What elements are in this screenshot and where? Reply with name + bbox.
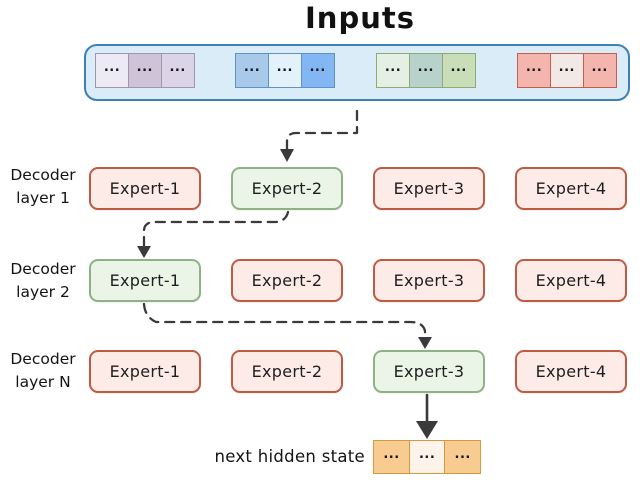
expert-box-layer2-expert3: Expert-3	[373, 259, 485, 302]
expert-box-layerN-expert3-selected: Expert-3	[373, 350, 485, 393]
label-line: layer N	[15, 373, 71, 391]
ellipsis-dots: ...	[383, 446, 400, 462]
token-cell: ...	[376, 53, 410, 88]
token-cell: ...	[160, 53, 195, 88]
token-cell: ...	[408, 53, 443, 88]
red-token-group: ... ... ...	[517, 53, 617, 88]
dashed-arrow-layer1-to-layer2	[142, 210, 290, 248]
token-cell: ...	[441, 53, 476, 88]
expert-box-layer2-expert1-selected: Expert-1	[89, 259, 201, 302]
decoder-layer-N-label: Decoder layer N	[0, 348, 86, 394]
diagram-title: Inputs	[305, 1, 415, 35]
label-line: Decoder	[10, 166, 76, 184]
purple-token-group: ... ... ...	[95, 53, 195, 88]
label-line: layer 1	[16, 189, 70, 207]
decoder-layer-N-row: Expert-1 Expert-2 Expert-3 Expert-4	[89, 350, 627, 393]
blue-token-group: ... ... ...	[235, 53, 335, 88]
ellipsis-dots: ...	[454, 446, 471, 462]
ellipsis-dots: ...	[450, 60, 467, 75]
label-line: Decoder	[10, 350, 76, 368]
dashed-arrow-layer2-to-layerN	[142, 302, 427, 339]
green-token-group: ... ... ...	[376, 53, 476, 88]
token-cell: ...	[300, 53, 335, 88]
ellipsis-dots: ...	[169, 60, 186, 75]
ellipsis-dots: ...	[243, 60, 261, 75]
expert-box-layer1-expert2-selected: Expert-2	[231, 167, 343, 210]
ellipsis-dots: ...	[103, 60, 121, 75]
arrowhead-icon	[137, 246, 151, 258]
ellipsis-dots: ...	[418, 446, 436, 462]
token-cell: ...	[373, 440, 410, 474]
expert-box-layer2-expert2: Expert-2	[231, 259, 343, 302]
expert-box-layer2-expert4: Expert-4	[515, 259, 627, 302]
next-hidden-state-token-group: ... ... ...	[373, 440, 482, 474]
next-hidden-state-label: next hidden state	[214, 447, 365, 466]
decoder-layer-2-row: Expert-1 Expert-2 Expert-3 Expert-4	[89, 259, 627, 302]
ellipsis-dots: ...	[417, 60, 434, 75]
ellipsis-dots: ...	[136, 60, 153, 75]
token-cell: ...	[127, 53, 162, 88]
token-cell: ...	[235, 53, 269, 88]
arrowhead-icon	[418, 337, 432, 349]
dashed-arrow-inputs-to-expert2	[285, 109, 359, 152]
arrowhead-icon	[280, 149, 294, 162]
label-line: layer 2	[16, 283, 70, 301]
expert-box-layer1-expert4: Expert-4	[515, 167, 627, 210]
decoder-layer-1-row: Expert-1 Expert-2 Expert-3 Expert-4	[89, 167, 627, 210]
expert-box-layerN-expert1: Expert-1	[89, 350, 201, 393]
ellipsis-dots: ...	[276, 60, 293, 75]
expert-box-layerN-expert2: Expert-2	[231, 350, 343, 393]
ellipsis-dots: ...	[591, 60, 608, 75]
token-cell: ...	[549, 53, 584, 88]
expert-box-layer1-expert1: Expert-1	[89, 167, 201, 210]
token-cell: ...	[408, 440, 446, 474]
ellipsis-dots: ...	[525, 60, 543, 75]
token-cell: ...	[444, 440, 482, 474]
label-line: Decoder	[10, 260, 76, 278]
decoder-layer-1-label: Decoder layer 1	[0, 164, 86, 210]
token-cell: ...	[517, 53, 551, 88]
arrowhead-icon	[416, 421, 438, 439]
expert-box-layerN-expert4: Expert-4	[515, 350, 627, 393]
ellipsis-dots: ...	[309, 60, 326, 75]
token-cell: ...	[267, 53, 302, 88]
token-cell: ...	[95, 53, 129, 88]
expert-box-layer1-expert3: Expert-3	[373, 167, 485, 210]
ellipsis-dots: ...	[558, 60, 575, 75]
decoder-layer-2-label: Decoder layer 2	[0, 258, 86, 304]
token-cell: ...	[582, 53, 617, 88]
ellipsis-dots: ...	[384, 60, 402, 75]
